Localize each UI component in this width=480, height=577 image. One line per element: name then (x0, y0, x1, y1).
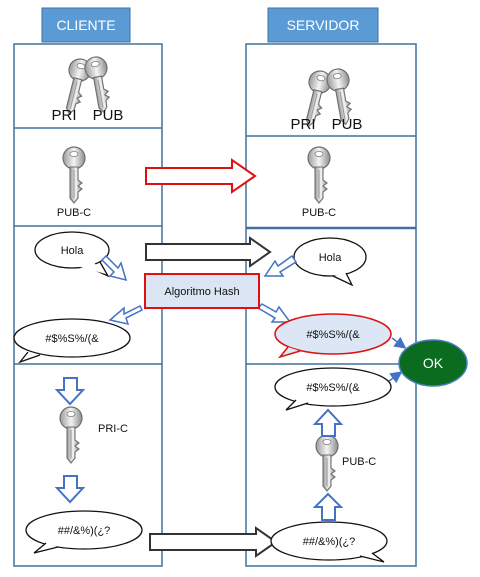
server-pub-c-key-icon (307, 146, 331, 204)
server-up-arrow-2 (312, 408, 344, 437)
server-cipher-bubble: ##/&%)(¿? (270, 521, 388, 563)
server-hola-bubble: Hola (293, 237, 367, 287)
ok-text: OK (423, 355, 444, 371)
server-hola-text: Hola (319, 252, 343, 264)
client-cipher-bubble: ##/&%)(¿? (25, 510, 143, 554)
server-header: SERVIDOR (267, 7, 379, 43)
client-hola-text: Hola (61, 245, 85, 257)
client-pub-c-label: PUB-C (57, 207, 91, 219)
client-column (13, 43, 163, 567)
server-header-text: SERVIDOR (287, 17, 360, 33)
hash-algorithm-box: Algoritmo Hash (144, 273, 260, 309)
client-hash-text: #$%S%/(& (45, 333, 99, 345)
server-decrypted-hash-text: #$%S%/(& (306, 382, 360, 394)
server-pub-c-label: PUB-C (302, 207, 336, 219)
server-hash-text: #$%S%/(& (306, 329, 360, 341)
hash-to-client-arrow (108, 304, 144, 326)
server-to-hash-arrow (263, 254, 298, 277)
server-hash-to-ok-arrow (391, 336, 407, 349)
server-up-arrow-1 (312, 492, 344, 521)
client-hash-bubble: #$%S%/(& (13, 318, 131, 364)
server-pub-c-decrypt-label: PUB-C (342, 456, 376, 468)
server-decrypted-hash-bubble: #$%S%/(& (274, 367, 392, 411)
client-header: CLIENTE (41, 7, 131, 43)
ok-badge: OK (398, 339, 468, 387)
client-pub-label: PUB (93, 107, 124, 124)
server-hash-bubble: #$%S%/(& (274, 313, 392, 359)
hola-transfer-arrow (145, 236, 272, 268)
client-header-text: CLIENTE (56, 17, 115, 33)
server-pub-c-decrypt-key-icon (315, 434, 339, 492)
client-hola-bubble: Hola (34, 231, 110, 278)
client-cipher-text: ##/&%)(¿? (58, 525, 111, 537)
client-pub-c-key-icon (62, 146, 86, 204)
client-pri-c-label: PRI-C (98, 423, 128, 435)
hash-to-server-arrow (256, 303, 292, 323)
client-down-arrow-2 (54, 475, 86, 504)
client-to-hash-arrow (100, 254, 128, 282)
server-pri-label: PRI (290, 116, 315, 133)
client-pri-label: PRI (51, 107, 76, 124)
client-pri-c-key-icon (59, 406, 83, 464)
server-cipher-text: ##/&%)(¿? (303, 536, 356, 548)
cipher-transfer-arrow (149, 526, 278, 558)
client-down-arrow-1 (54, 377, 86, 406)
server-pub-label: PUB (332, 116, 363, 133)
hash-algorithm-label: Algoritmo Hash (164, 286, 239, 298)
pub-c-transfer-arrow (145, 158, 257, 194)
